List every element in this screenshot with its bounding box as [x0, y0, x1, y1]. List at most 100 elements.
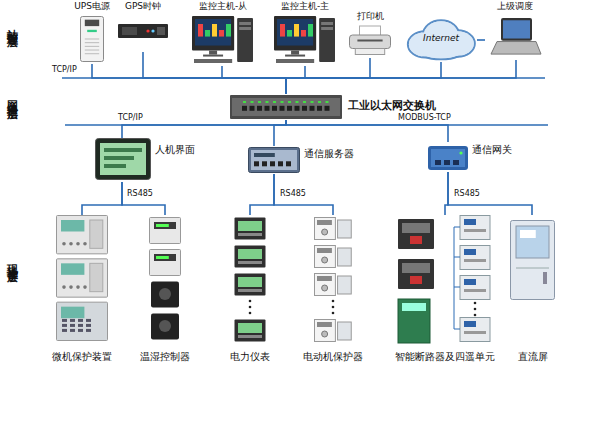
icon-part — [78, 329, 83, 332]
temp-controller: 温湿控制器 — [135, 215, 195, 365]
icon-part — [85, 50, 99, 51]
icon-part — [81, 17, 104, 62]
ups-power: UPS电源 — [70, 2, 114, 64]
ellipsis-dot — [249, 312, 252, 315]
icon-part — [156, 256, 169, 259]
icon-part — [444, 160, 450, 165]
icon-part — [501, 18, 532, 41]
icon-part — [454, 227, 455, 329]
device-icon — [118, 24, 168, 38]
icon-part — [276, 59, 314, 63]
node-label: 监控主机-从 — [190, 2, 256, 12]
icon-part — [238, 289, 262, 292]
icon-part — [192, 16, 234, 51]
node-label: 工业以太网交换机 — [348, 100, 436, 112]
device-icon — [491, 18, 541, 56]
icon-part — [203, 55, 223, 57]
icon-part — [238, 323, 262, 333]
icon-part — [325, 106, 330, 111]
icon-part — [287, 106, 292, 111]
icon-part — [431, 149, 465, 167]
icon-part — [294, 24, 299, 37]
node-label: 智能断路器及四遥单元 — [390, 351, 500, 362]
icon-part — [96, 139, 151, 180]
icon-part — [428, 146, 468, 170]
icon-part — [281, 101, 284, 103]
icon-part — [78, 324, 83, 327]
icon-part — [232, 98, 340, 116]
icon-part — [243, 101, 246, 103]
icon-part — [464, 229, 486, 232]
icon-part — [464, 321, 476, 327]
icon-part — [317, 106, 322, 111]
icon-part — [315, 246, 336, 268]
bus-line — [286, 58, 370, 94]
icon-part — [315, 218, 336, 240]
icon-part — [322, 331, 328, 337]
monitor-host: 监控主机-从 — [190, 2, 256, 66]
icon-part — [516, 268, 549, 269]
icon-part — [61, 263, 84, 275]
bus-line — [477, 39, 485, 41]
icon-part — [317, 322, 332, 327]
icon-part — [319, 18, 335, 62]
protocol-label: RS485 — [127, 190, 153, 199]
icon-part — [321, 22, 333, 25]
icon-part — [62, 324, 67, 327]
icon-part — [235, 320, 266, 342]
icon-part — [308, 24, 313, 37]
device-icon — [248, 147, 300, 173]
node-label: 电力仪表 — [220, 351, 280, 362]
layer-label: 网络通信层 — [6, 92, 18, 102]
icon-part — [398, 219, 434, 249]
node-label: 打印机 — [345, 12, 395, 22]
icon-part — [311, 101, 314, 103]
device-icon — [234, 217, 266, 343]
icon-part — [315, 274, 336, 296]
icon-part — [338, 276, 352, 294]
ellipsis-dot — [249, 300, 252, 303]
icon-part — [322, 257, 328, 263]
icon-part — [85, 42, 99, 43]
icon-part — [274, 16, 316, 51]
icon-part — [464, 219, 476, 225]
icon-part — [154, 222, 176, 229]
icon-part — [460, 216, 490, 240]
protection-device: 微机保护装置 — [50, 215, 114, 365]
icon-part — [122, 27, 137, 35]
cloud-label: Internet — [405, 34, 477, 44]
icon-part — [159, 320, 171, 332]
icon-part — [212, 24, 217, 37]
bus-line — [122, 182, 165, 215]
gps-clock: GPS时钟 — [118, 2, 168, 52]
icon-part — [277, 19, 313, 46]
icon-part — [302, 106, 307, 111]
icon-part — [322, 285, 328, 291]
printer: 打印机 — [345, 12, 395, 58]
icon-part — [70, 329, 75, 332]
icon-part — [209, 51, 217, 55]
icon-part — [151, 282, 179, 308]
device-icon — [398, 215, 494, 345]
icon-part — [402, 223, 430, 233]
icon-part — [85, 53, 99, 54]
device-icon — [349, 26, 391, 56]
bus-line — [286, 66, 305, 94]
icon-part — [280, 24, 285, 37]
bus-line — [286, 60, 516, 94]
bus-line — [286, 120, 448, 142]
icon-part — [520, 230, 536, 238]
icon-part — [288, 101, 291, 103]
ellipsis-dot — [249, 306, 252, 309]
icon-part — [286, 161, 291, 166]
icon-part — [435, 160, 441, 165]
icon-part — [69, 242, 73, 246]
icon-part — [70, 324, 75, 327]
icon-part — [454, 329, 460, 330]
icon-part — [238, 261, 262, 264]
icon-part — [154, 254, 176, 261]
bus-line — [274, 120, 286, 146]
icon-part — [70, 319, 75, 322]
